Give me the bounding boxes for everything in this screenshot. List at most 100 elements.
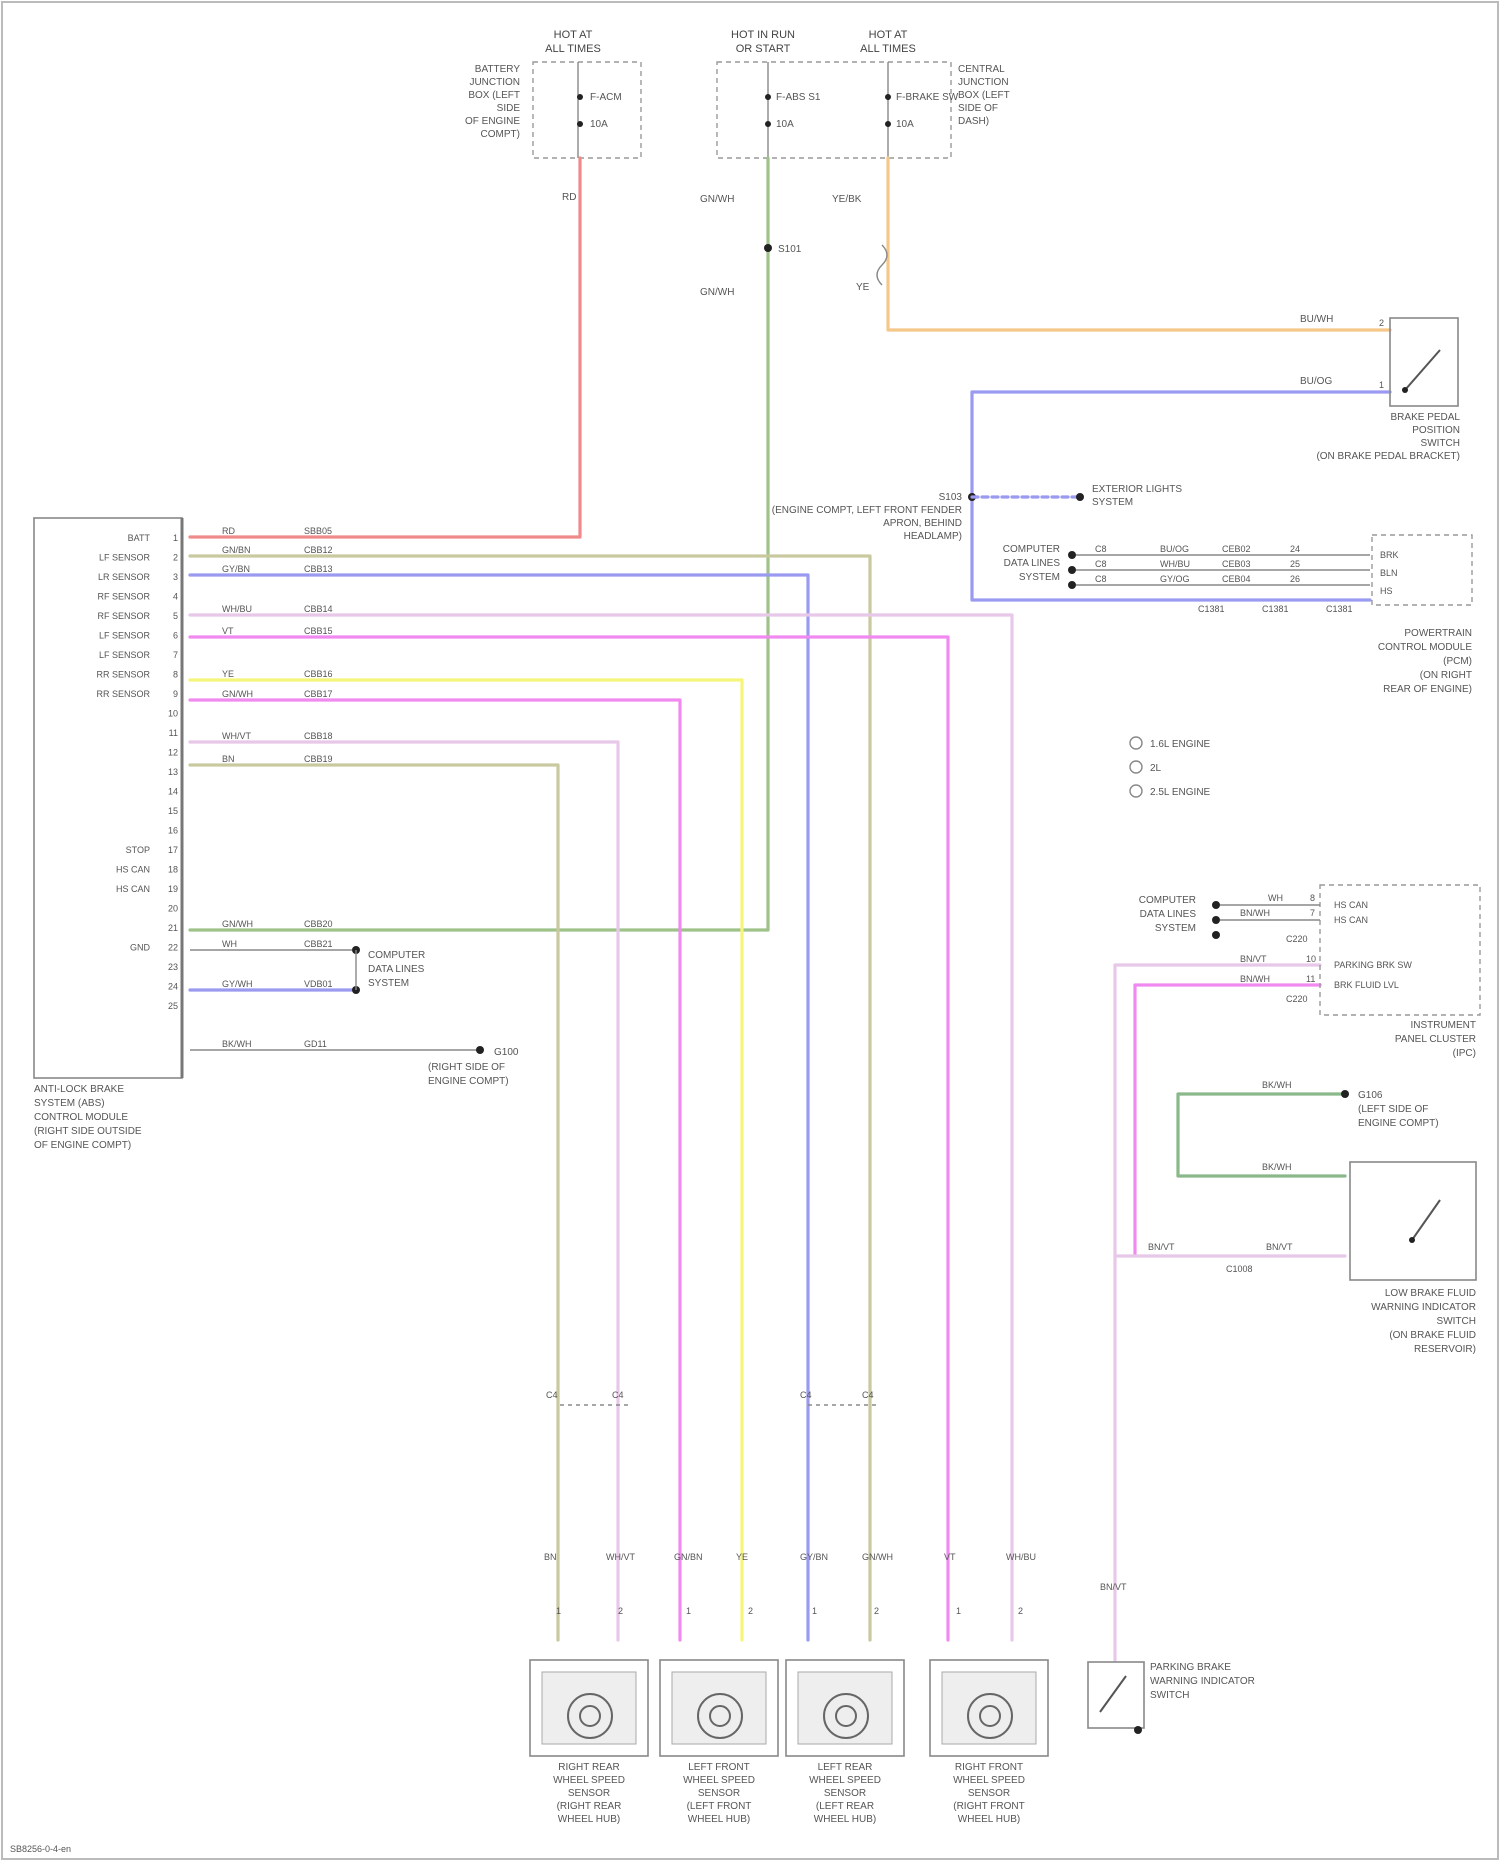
switch-outline bbox=[1390, 318, 1458, 406]
fluid-label-3: SWITCH bbox=[1437, 1316, 1476, 1327]
fuse-title-1: HOT IN RUN bbox=[731, 29, 795, 41]
abs-can-ref-3: SYSTEM bbox=[368, 978, 409, 989]
brake-pedal-position-switch: 2 1 BRAKE PEDAL POSITION SWITCH (ON BRAK… bbox=[1316, 318, 1460, 462]
abs-circuit: CBB15 bbox=[304, 626, 333, 636]
fuse-title-3: HOT AT bbox=[869, 29, 908, 41]
sensor-pin: 2 bbox=[874, 1606, 879, 1616]
fuse-location-2: JUNCTION bbox=[958, 77, 1009, 88]
sensor-label: RIGHT FRONT bbox=[955, 1762, 1023, 1773]
pcm-can-dot bbox=[1068, 566, 1076, 574]
abs-pin-number: 15 bbox=[168, 806, 178, 816]
ipc-connector: C220 bbox=[1286, 994, 1308, 1004]
abs-circuit: CBB13 bbox=[304, 564, 333, 574]
abs-pin-name: STOP bbox=[126, 845, 150, 855]
wheel-speed-sensor: 12BNWH/VTRIGHT REARWHEEL SPEEDSENSOR(RIG… bbox=[530, 1552, 648, 1825]
pcm-wire-color: WH/BU bbox=[1160, 559, 1190, 569]
connector-dot bbox=[1076, 493, 1084, 501]
abs-pin-number: 23 bbox=[168, 962, 178, 972]
pcm-pin-b: 25 bbox=[1290, 559, 1300, 569]
abs-wire-color: GN/WH bbox=[222, 919, 253, 929]
wire-red-battery-feed bbox=[190, 158, 580, 537]
fuse-pin-dot bbox=[765, 94, 771, 100]
fluid-ground-3: ENGINE COMPT) bbox=[1358, 1118, 1439, 1129]
fuse-pin-rating: 10A bbox=[896, 119, 914, 130]
parking-label-3: SWITCH bbox=[1150, 1690, 1189, 1701]
legend-marker-2 bbox=[1130, 761, 1142, 773]
abs-pin-name: GND bbox=[130, 943, 151, 953]
abs-pin-name: RF SENSOR bbox=[97, 592, 150, 602]
splice-label-3: APRON, BEHIND bbox=[883, 518, 962, 529]
abs-pin-number: 8 bbox=[173, 670, 178, 680]
switch-label-3: SWITCH bbox=[1421, 438, 1460, 449]
sensor-label: RIGHT REAR bbox=[558, 1762, 620, 1773]
parking-label-2: WARNING INDICATOR bbox=[1150, 1676, 1255, 1687]
fuse-location-3: BOX (LEFT bbox=[468, 90, 520, 101]
abs-pin-name: HS CAN bbox=[116, 865, 150, 875]
wire-label-green-bottom: GN/WH bbox=[700, 287, 734, 298]
abs-pin-number: 25 bbox=[168, 1001, 178, 1011]
legend-item-2: 2L bbox=[1150, 763, 1162, 774]
pcm-pin-b: 26 bbox=[1290, 574, 1300, 584]
abs-pin-number: 14 bbox=[168, 787, 178, 797]
ipc-signal: HS CAN bbox=[1334, 915, 1368, 925]
abs-control-module: 1BATT2LF SENSOR3LR SENSOR4RF SENSOR5RF S… bbox=[34, 518, 519, 1151]
abs-label-1: ANTI-LOCK BRAKE bbox=[34, 1084, 124, 1095]
fuse-title-2: ALL TIMES bbox=[545, 43, 601, 55]
abs-wire-color: GN/BN bbox=[222, 545, 251, 555]
fuse-location-6: COMPT) bbox=[481, 129, 520, 140]
sensor-label: WHEEL HUB) bbox=[558, 1814, 620, 1825]
abs-circuit: CBB21 bbox=[304, 939, 333, 949]
ground-dot bbox=[1341, 1090, 1349, 1098]
abs-pin-number: 17 bbox=[168, 845, 178, 855]
parking-brake-switch: BN/VT PARKING BRAKE WARNING INDICATOR SW… bbox=[1088, 1582, 1255, 1734]
fluid-splice: C1008 bbox=[1226, 1264, 1253, 1274]
sensor-label: (LEFT REAR bbox=[816, 1801, 874, 1812]
fluid-label-1: LOW BRAKE FLUID bbox=[1385, 1288, 1476, 1299]
ipc-signal: PARKING BRK SW bbox=[1334, 960, 1412, 970]
ipc-pin: 10 bbox=[1306, 954, 1316, 964]
fuse-pin-dot bbox=[577, 94, 583, 100]
wire-lf-sensor-b bbox=[190, 680, 742, 1640]
abs-circuit: CBB14 bbox=[304, 604, 333, 614]
fuse-title-2: OR START bbox=[736, 43, 791, 55]
sensor-label: (LEFT FRONT bbox=[687, 1801, 752, 1812]
abs-pin-number: 19 bbox=[168, 884, 178, 894]
fluid-ground-2: (LEFT SIDE OF bbox=[1358, 1104, 1428, 1115]
sensor-body bbox=[798, 1672, 892, 1744]
wire-lr-sensor-a bbox=[190, 575, 808, 1640]
abs-wire-color: WH/VT bbox=[222, 731, 251, 741]
fuse-title-4: ALL TIMES bbox=[860, 43, 916, 55]
ipc-wire-color: WH bbox=[1268, 893, 1283, 903]
pcm-pin: C8 bbox=[1095, 574, 1107, 584]
wire-label-green-top: GN/WH bbox=[700, 194, 734, 205]
abs-pin-number: 3 bbox=[173, 572, 178, 582]
low-brake-fluid-switch: G106 (LEFT SIDE OF ENGINE COMPT) BK/WH B… bbox=[1148, 1080, 1476, 1355]
abs-pin-number: 10 bbox=[168, 709, 178, 719]
abs-pin-number: 13 bbox=[168, 767, 178, 777]
abs-circuit: GD11 bbox=[304, 1039, 327, 1049]
sensor-body bbox=[672, 1672, 766, 1744]
sensor-wire-a: GY/BN bbox=[800, 1552, 828, 1562]
switch-label-4: (ON BRAKE PEDAL BRACKET) bbox=[1316, 451, 1460, 462]
sensor-label: WHEEL SPEED bbox=[953, 1775, 1025, 1786]
abs-can-ref-1: COMPUTER bbox=[368, 950, 425, 961]
sensor-wire-b: WH/BU bbox=[1006, 1552, 1036, 1562]
sensor-label: LEFT FRONT bbox=[688, 1762, 749, 1773]
wire-label-orange-right: BU/WH bbox=[1300, 314, 1333, 325]
abs-pin-number: 20 bbox=[168, 904, 178, 914]
abs-pin-number: 16 bbox=[168, 826, 178, 836]
abs-label-5: OF ENGINE COMPT) bbox=[34, 1140, 131, 1151]
sensor-body bbox=[542, 1672, 636, 1744]
abs-pin-number: 1 bbox=[173, 533, 178, 543]
pcm-signal: BLN bbox=[1380, 568, 1398, 578]
fuse-pin-label: F-BRAKE SW bbox=[896, 92, 959, 103]
abs-pin-number: 7 bbox=[173, 650, 178, 660]
abs-pin-number: 12 bbox=[168, 748, 178, 758]
pcm-wire-color: GY/OG bbox=[1160, 574, 1190, 584]
ipc-signal: BRK FLUID LVL bbox=[1334, 980, 1399, 990]
fuse-pin-dot bbox=[765, 121, 771, 127]
fuse-pin-dot bbox=[885, 121, 891, 127]
fuse-pin-rating: 10A bbox=[590, 119, 608, 130]
pcm-label-3: (PCM) bbox=[1443, 656, 1472, 667]
